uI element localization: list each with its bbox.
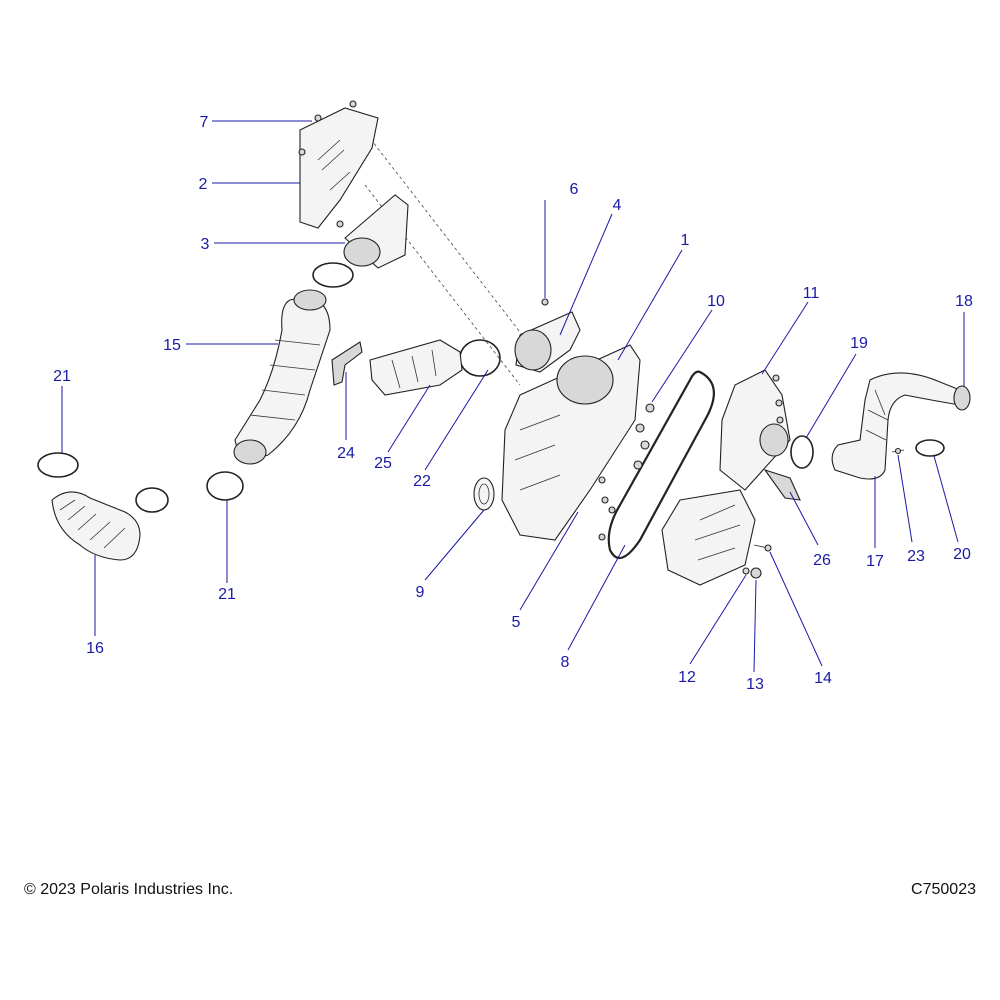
callout-18: 18 [955, 293, 973, 310]
leader-14 [769, 551, 823, 667]
part-screw-small [891, 447, 905, 455]
leader-12 [689, 574, 747, 665]
part-clutch-cover-outer [661, 369, 791, 586]
callout-21-top: 21 [53, 368, 71, 385]
part-washer [473, 477, 495, 511]
leader-22 [424, 369, 489, 471]
callout-7: 7 [200, 114, 209, 131]
callout-21-bottom: 21 [218, 586, 236, 603]
part-bellows-hose [51, 491, 141, 561]
leader-5 [519, 511, 579, 611]
part-clutch-cover-inner [501, 344, 641, 541]
leader-8 [567, 544, 626, 651]
leader-11 [761, 301, 809, 375]
leader-10 [651, 309, 713, 403]
leader-25 [387, 384, 431, 453]
callout-23: 23 [907, 548, 925, 565]
callout-9: 9 [416, 584, 425, 601]
callout-3: 3 [201, 236, 210, 253]
callout-16: 16 [86, 640, 104, 657]
leader-19 [805, 353, 857, 439]
part-duct-elbow [369, 339, 463, 396]
leader-4 [559, 213, 613, 336]
callout-22: 22 [413, 473, 431, 490]
part-bracket [331, 341, 363, 386]
leader-20 [933, 455, 959, 543]
part-bolts [598, 403, 655, 541]
leader-13 [753, 579, 757, 673]
callout-25: 25 [374, 455, 392, 472]
leader-23 [897, 454, 913, 543]
callout-6: 6 [570, 181, 579, 198]
callout-4: 4 [613, 197, 622, 214]
part-intake-tube [233, 289, 331, 465]
callout-13: 13 [746, 676, 764, 693]
callout-10: 10 [707, 293, 725, 310]
leader-1 [617, 249, 683, 361]
leader-9 [424, 509, 485, 581]
callout-20: 20 [953, 546, 971, 563]
callout-17: 17 [866, 553, 884, 570]
callout-26: 26 [813, 552, 831, 569]
callout-labels: 7 2 3 15 6 4 1 10 11 18 19 21 24 25 22 2… [53, 114, 973, 693]
part-right-intake-hose [831, 372, 971, 480]
part-seal [607, 370, 715, 560]
callout-24: 24 [337, 445, 355, 462]
part-intake-cone [336, 194, 409, 269]
callout-1: 1 [681, 232, 690, 249]
callout-2: 2 [199, 176, 208, 193]
callout-8: 8 [561, 654, 570, 671]
leader-lines [61, 120, 965, 673]
callout-15: 15 [163, 337, 181, 354]
callout-14: 14 [814, 670, 832, 687]
part-duct-adapter [514, 298, 581, 373]
leader-26 [789, 491, 819, 546]
part-fasteners-lower [742, 544, 772, 579]
drawing-number: C750023 [911, 881, 976, 898]
callout-5: 5 [512, 614, 521, 631]
part-insulation-strip [763, 468, 801, 501]
part-heat-shield [298, 100, 379, 229]
copyright-notice: © 2023 Polaris Industries Inc. [24, 881, 234, 898]
callout-11: 11 [803, 285, 820, 302]
callout-12: 12 [678, 669, 696, 686]
callout-19: 19 [850, 335, 868, 352]
